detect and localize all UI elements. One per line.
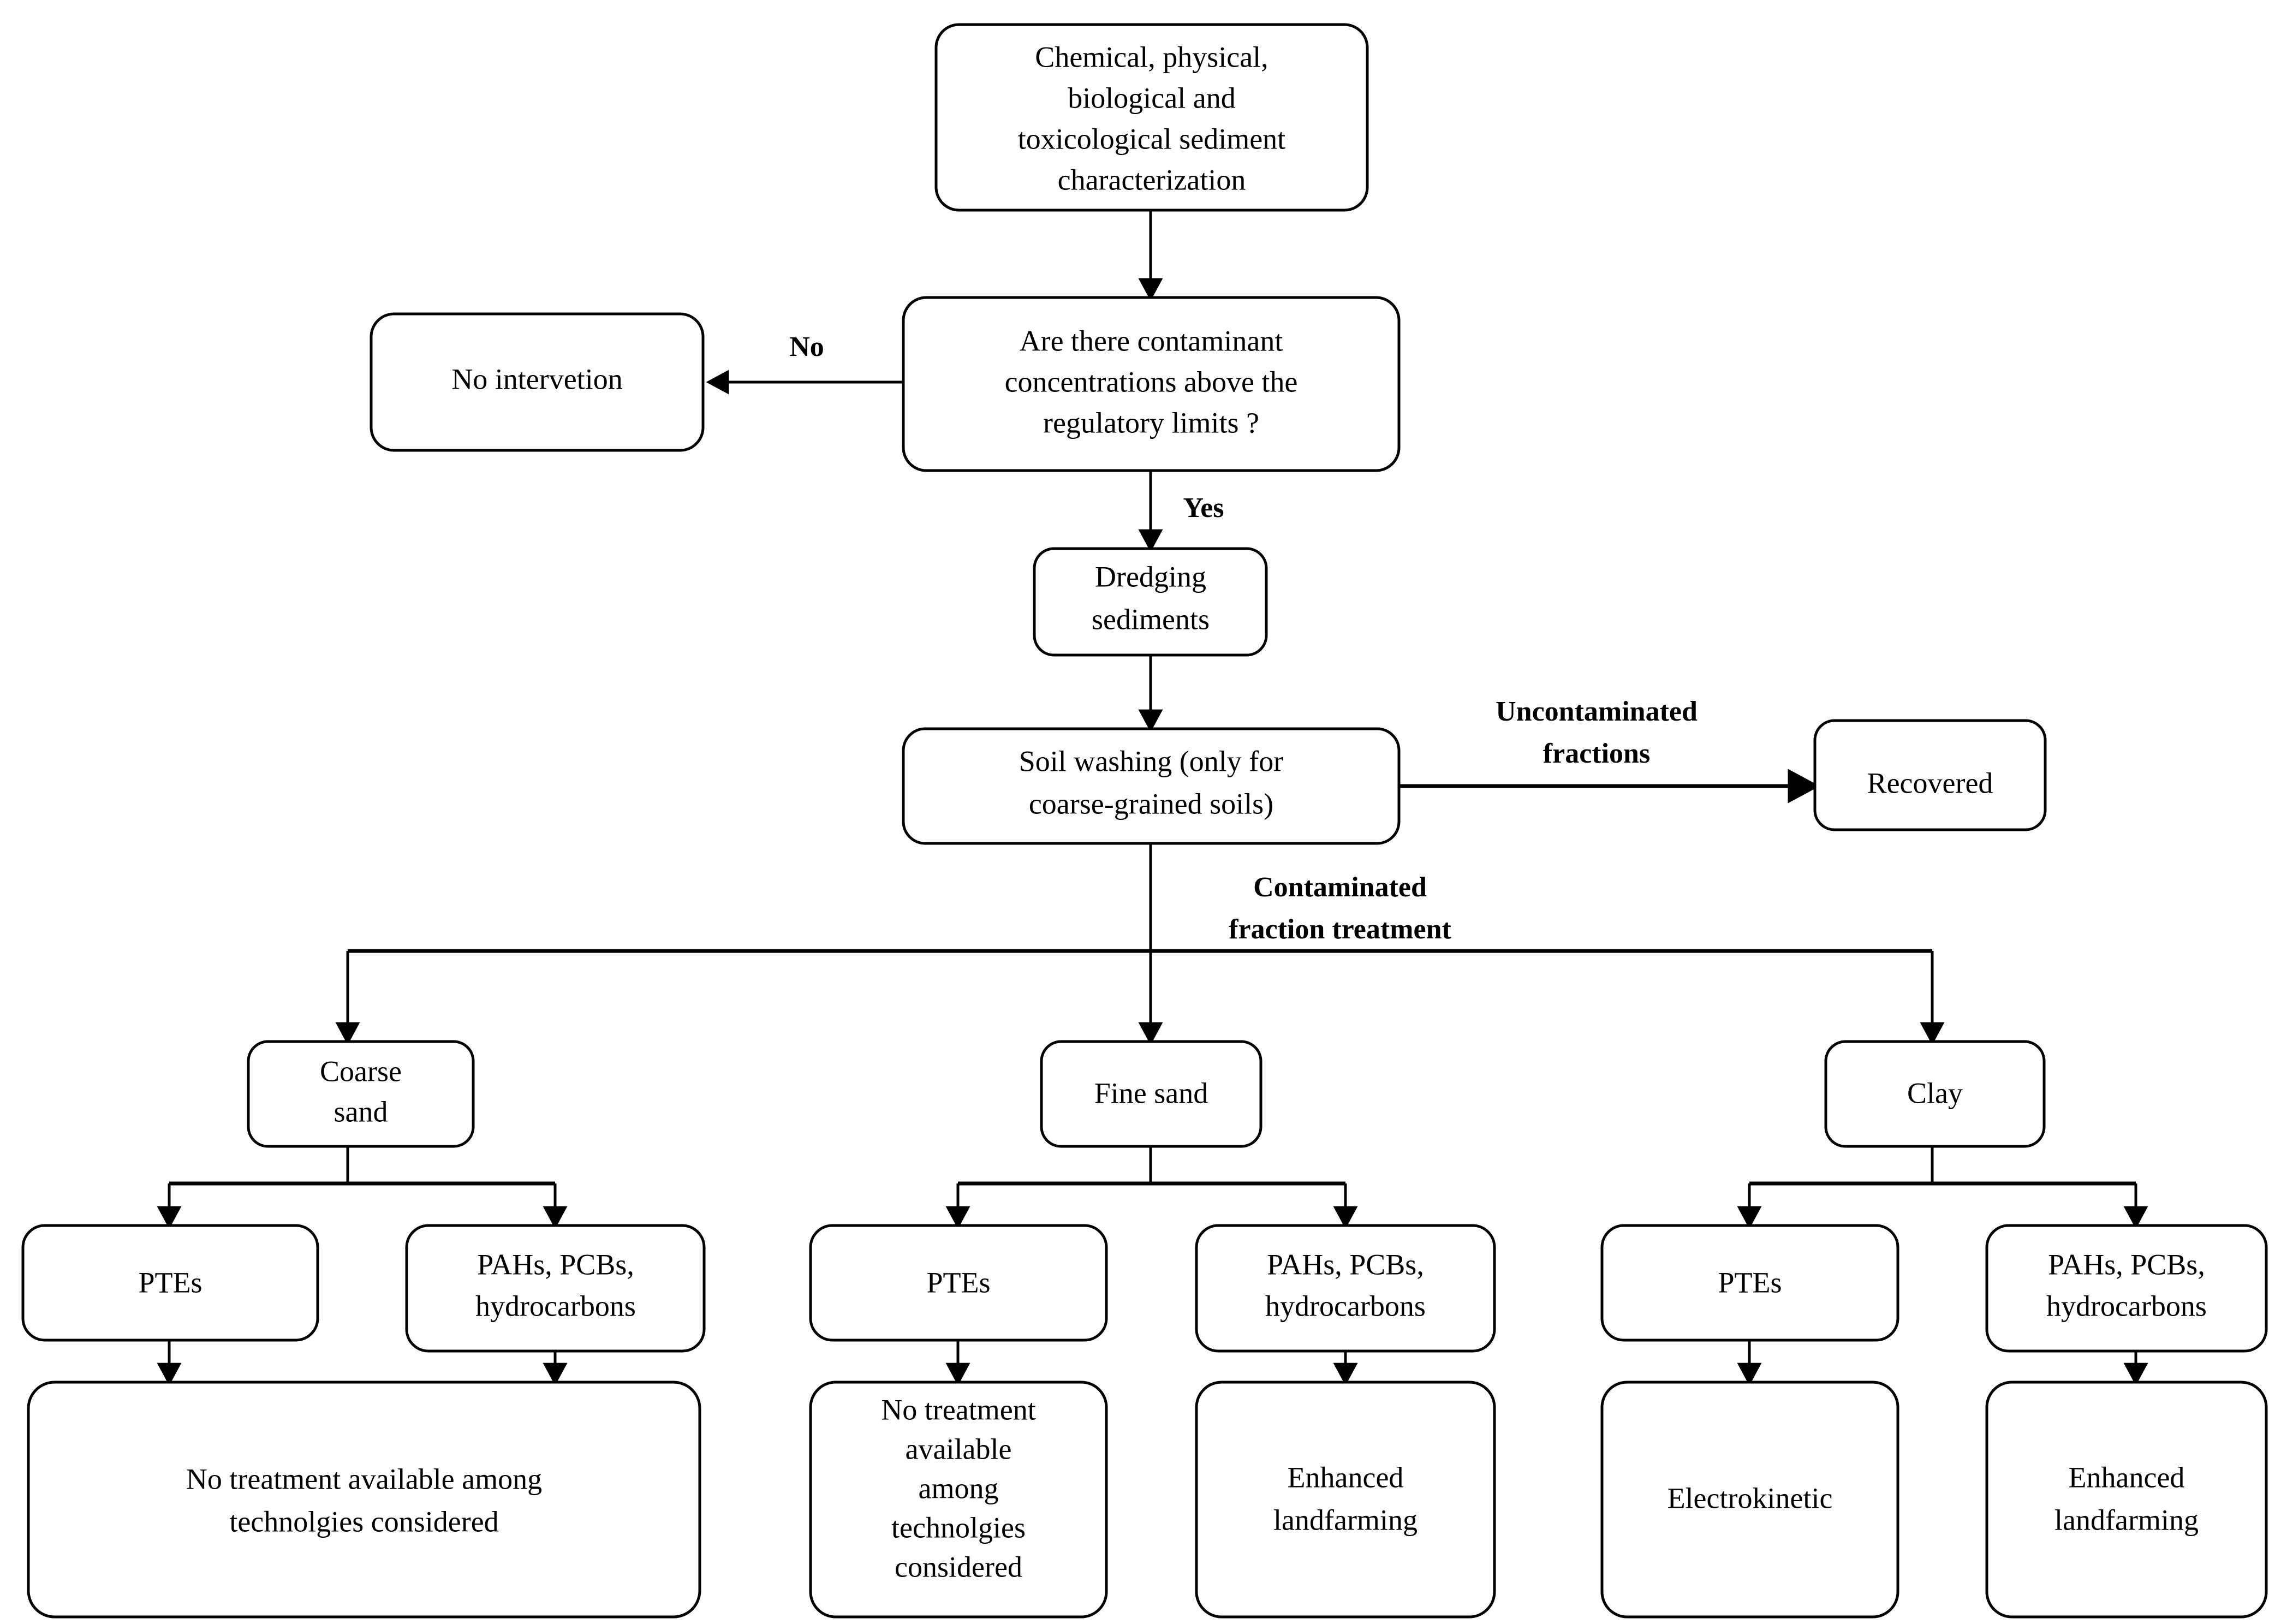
node-soil-washing[interactable]: Soil washing (only for coarse-grained so… (902, 727, 1401, 845)
node-fine-pahs-result-line-1: Enhanced (1288, 1461, 1404, 1494)
node-decision-line-3: regulatory limits ? (1043, 406, 1259, 439)
node-fine-ptes-result-line-5: considered (895, 1550, 1022, 1583)
edges-layer (157, 210, 2148, 1386)
node-fine-pahs-box[interactable] (1195, 1224, 1496, 1353)
node-fine-pahs-result-box[interactable] (1195, 1381, 1496, 1619)
edge-labels-layer: No Yes Uncontaminated fractions Contamin… (789, 331, 1698, 945)
node-clay-ptes-box[interactable] (1600, 1224, 1899, 1342)
node-coarse-pahs-line-1: PAHs, PCBs, (477, 1248, 634, 1281)
edge-label-uncontaminated-line-2: fractions (1543, 738, 1650, 769)
node-fine-sand-label: Fine sand (1094, 1076, 1208, 1109)
edge-label-no: No (789, 331, 824, 362)
node-fine-ptes-result[interactable]: No treatment available among technolgies… (809, 1381, 1108, 1619)
node-coarse-sand-line-1: Coarse (320, 1055, 402, 1087)
node-fine-pahs-line-2: hydrocarbons (1265, 1289, 1426, 1322)
node-no-intervention-label: No intervetion (451, 362, 622, 395)
node-characterization[interactable]: Chemical, physical, biological and toxic… (934, 23, 1369, 212)
node-fine-ptes-result-line-2: available (906, 1432, 1012, 1465)
node-decision-box[interactable] (902, 296, 1401, 472)
node-clay-ptes-result-label: Electrokinetic (1667, 1482, 1833, 1514)
node-coarse-ptes-label: PTEs (138, 1266, 202, 1299)
node-recovered-box[interactable] (1813, 719, 2047, 831)
node-decision[interactable]: Are there contaminant concentrations abo… (902, 296, 1401, 472)
node-clay-pahs-result-box[interactable] (1985, 1381, 2268, 1619)
node-fine-pahs-result[interactable]: Enhanced landfarming (1195, 1381, 1496, 1619)
node-fine-sand-box[interactable] (1040, 1040, 1262, 1148)
node-clay-ptes-result-box[interactable] (1600, 1381, 1899, 1619)
node-clay-ptes-result[interactable]: Electrokinetic (1600, 1381, 1899, 1619)
node-coarse-result[interactable]: No treatment available among technolgies… (27, 1381, 701, 1619)
node-coarse-result-box[interactable] (27, 1381, 701, 1619)
node-coarse-result-line-2: technolgies considered (229, 1505, 498, 1538)
node-coarse-result-line-1: No treatment available among (186, 1462, 542, 1495)
node-characterization-line-1: Chemical, physical, (1035, 40, 1268, 73)
node-decision-line-2: concentrations above the (1005, 365, 1298, 398)
edge-label-contaminated-line-1: Contaminated (1253, 872, 1427, 903)
node-fine-sand[interactable]: Fine sand (1040, 1040, 1262, 1148)
node-characterization-line-2: biological and (1068, 81, 1235, 114)
node-clay-pahs-line-2: hydrocarbons (2046, 1289, 2207, 1322)
node-coarse-ptes[interactable]: PTEs (21, 1224, 319, 1342)
node-fine-ptes-label: PTEs (926, 1266, 990, 1299)
node-fine-pahs-line-1: PAHs, PCBs, (1267, 1248, 1424, 1281)
node-fine-ptes-result-line-1: No treatment (881, 1393, 1035, 1426)
node-clay-ptes-label: PTEs (1718, 1266, 1782, 1299)
node-clay-pahs-box[interactable] (1985, 1224, 2268, 1353)
node-clay-pahs[interactable]: PAHs, PCBs, hydrocarbons (1985, 1224, 2268, 1353)
node-dredging-line-1: Dredging (1095, 560, 1206, 593)
node-fine-ptes-box[interactable] (809, 1224, 1108, 1342)
node-recovered[interactable]: Recovered (1813, 719, 2047, 831)
edge-label-yes: Yes (1183, 492, 1224, 524)
node-dredging-line-2: sediments (1092, 603, 1210, 635)
node-characterization-box[interactable] (934, 23, 1369, 212)
node-soil-washing-line-1: Soil washing (only for (1019, 745, 1283, 777)
node-fine-ptes-result-line-3: among (919, 1472, 999, 1504)
node-coarse-ptes-box[interactable] (21, 1224, 319, 1342)
node-clay-box[interactable] (1824, 1040, 2046, 1148)
node-clay-ptes[interactable]: PTEs (1600, 1224, 1899, 1342)
node-fine-pahs-result-line-2: landfarming (1273, 1503, 1418, 1536)
node-dredging[interactable]: Dredging sediments (1033, 547, 1268, 657)
node-no-intervention-box[interactable] (370, 312, 705, 452)
node-coarse-pahs[interactable]: PAHs, PCBs, hydrocarbons (405, 1224, 706, 1353)
node-characterization-line-4: characterization (1058, 163, 1246, 196)
node-coarse-pahs-box[interactable] (405, 1224, 706, 1353)
node-clay-pahs-result-line-2: landfarming (2054, 1503, 2199, 1536)
node-recovered-label: Recovered (1867, 766, 1993, 799)
node-soil-washing-line-2: coarse-grained soils) (1029, 787, 1273, 820)
node-coarse-sand-line-2: sand (334, 1095, 388, 1128)
node-clay[interactable]: Clay (1824, 1040, 2046, 1148)
node-decision-line-1: Are there contaminant (1020, 324, 1283, 357)
node-clay-pahs-result[interactable]: Enhanced landfarming (1985, 1381, 2268, 1619)
node-clay-label: Clay (1907, 1076, 1963, 1109)
node-clay-pahs-line-1: PAHs, PCBs, (2048, 1248, 2205, 1281)
edge-label-contaminated-line-2: fraction treatment (1229, 914, 1451, 945)
node-fine-ptes[interactable]: PTEs (809, 1224, 1108, 1342)
node-fine-pahs[interactable]: PAHs, PCBs, hydrocarbons (1195, 1224, 1496, 1353)
node-coarse-sand-box[interactable] (247, 1040, 475, 1148)
node-fine-ptes-result-box[interactable] (809, 1381, 1108, 1619)
node-characterization-line-3: toxicological sediment (1018, 122, 1285, 155)
edge-label-uncontaminated-line-1: Uncontaminated (1496, 696, 1698, 727)
node-coarse-pahs-line-2: hydrocarbons (475, 1289, 636, 1322)
node-coarse-sand[interactable]: Coarse sand (247, 1040, 475, 1148)
node-fine-ptes-result-line-4: technolgies (891, 1511, 1026, 1544)
node-dredging-box[interactable] (1033, 547, 1268, 657)
node-soil-washing-box[interactable] (902, 727, 1401, 845)
node-no-intervention[interactable]: No intervetion (370, 312, 705, 452)
node-clay-pahs-result-line-1: Enhanced (2069, 1461, 2185, 1494)
